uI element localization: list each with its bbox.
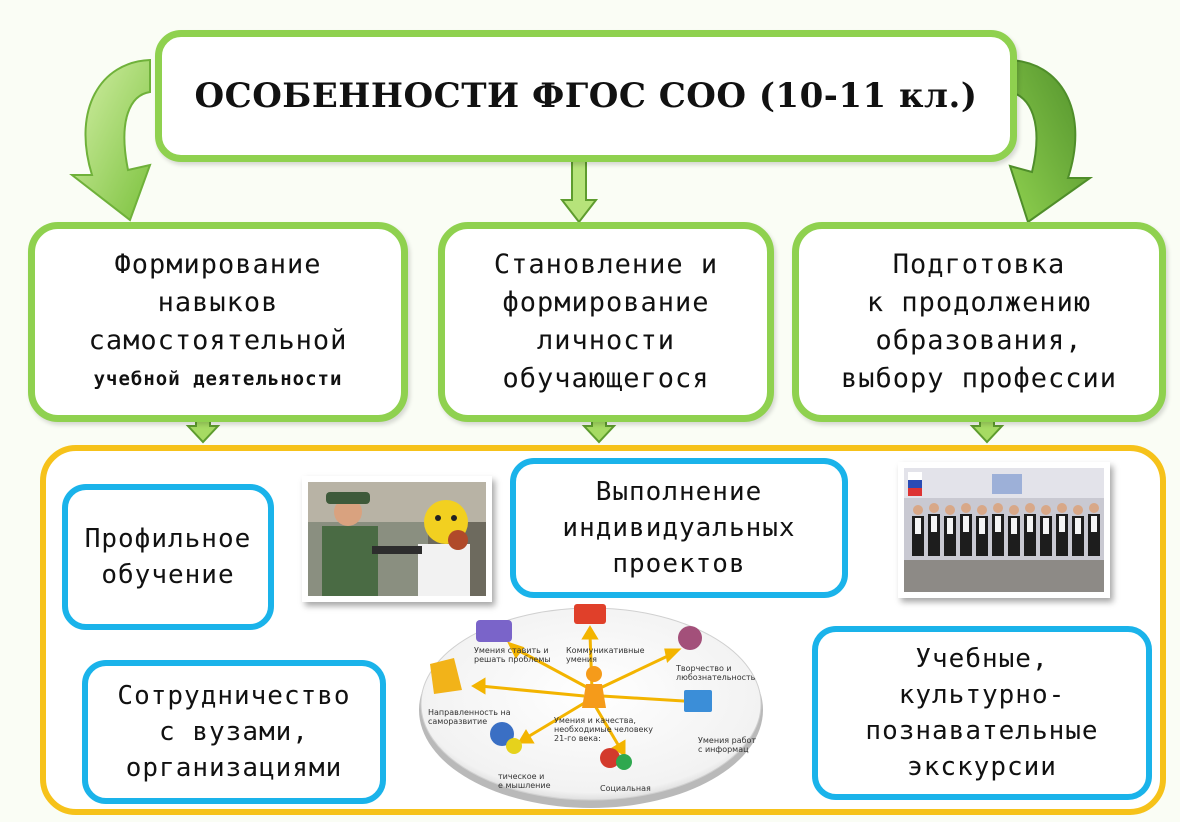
direction-box-2: Становление и формирование личности обуч… — [438, 222, 774, 422]
diagram-title: ОСОБЕННОСТИ ФГОС СОО (10-11 кл.) — [194, 76, 978, 116]
skills-center-line-1: Умения и качества, — [554, 716, 636, 725]
direction-1-line-4: учебной деятельности — [93, 368, 343, 390]
students-group-image — [904, 468, 1104, 592]
direction-box-3: Подготовка к продолжению образования, вы… — [792, 222, 1166, 422]
skill-2-line-2: умения — [566, 655, 597, 664]
direction-3-line-4: выбору профессии — [840, 363, 1118, 394]
direction-2-line-4: обучающегося — [502, 363, 710, 394]
direction-1-line-2: навыков — [157, 287, 279, 318]
direction-1-line-1: Формирование — [114, 249, 322, 280]
activity-1-line-1: Профильное — [84, 524, 252, 554]
photo-officer-event — [302, 476, 492, 602]
skills-center-line-3: 21-го века: — [554, 734, 601, 743]
skill-7-line-1: Социальная — [600, 784, 651, 793]
direction-1-line-3: самостоятельной — [88, 325, 348, 356]
activity-4-line-3: познавательные — [865, 716, 1099, 746]
down-arrow-center-top — [559, 151, 599, 224]
skill-2-line-1: Коммуникативные — [566, 646, 645, 655]
direction-3-line-2: к продолжению — [866, 287, 1092, 318]
skill-label-selfdevelopment: Направленность на саморазвитие — [428, 708, 511, 726]
skill-label-information: Умения работ с информац — [698, 736, 756, 754]
skill-1-line-2: решать проблемы — [474, 655, 551, 664]
direction-box-1: Формирование навыков самостоятельной уче… — [28, 222, 408, 422]
officer-event-image — [308, 482, 486, 596]
photo-students-group — [898, 462, 1110, 598]
activity-4-line-1: Учебные, — [915, 644, 1049, 674]
skill-1-line-1: Умения ставить и — [474, 646, 549, 655]
activity-3-line-1: Сотрудничество — [117, 681, 351, 711]
skill-label-creativity: Творчество и любознательность — [676, 664, 755, 682]
skills-center-line-2: необходимые человеку — [554, 725, 654, 734]
activity-2-line-3: проектов — [612, 549, 746, 579]
direction-3-line-1: Подготовка — [892, 249, 1066, 280]
activity-2-line-2: индивидуальных — [562, 513, 796, 543]
skills-diagram: Умения и качества, необходимые человеку … — [414, 598, 768, 812]
skill-6-line-1: тическое и — [498, 772, 545, 781]
direction-2-line-3: личности — [536, 325, 676, 356]
activity-box-projects: Выполнение индивидуальных проектов — [510, 458, 848, 598]
direction-2-line-1: Становление и — [493, 249, 719, 280]
activity-4-line-4: экскурсии — [907, 752, 1057, 782]
curved-arrow-right — [1008, 58, 1094, 224]
skill-4-line-2: саморазвитие — [428, 717, 488, 726]
activity-4-line-2: культурно- — [898, 680, 1066, 710]
skill-3-line-1: Творчество и — [676, 664, 732, 673]
skills-ellipse — [419, 604, 763, 808]
direction-2-line-2: формирование — [502, 287, 710, 318]
skill-label-thinking: тическое и е мышление — [498, 772, 551, 790]
skill-label-communication: Коммуникативные умения — [566, 646, 645, 664]
skills-center-label: Умения и качества, необходимые человеку … — [554, 716, 653, 743]
activity-box-profile: Профильное обучение — [62, 484, 274, 630]
activity-2-line-1: Выполнение — [595, 477, 763, 507]
activity-box-universities: Сотрудничество с вузами, организациями — [82, 660, 386, 804]
skill-5-line-1: Умения работ — [698, 736, 757, 745]
skill-label-problems: Умения ставить и решать проблемы — [474, 646, 551, 664]
curved-arrow-left — [69, 58, 152, 222]
skill-label-social: Социальная — [600, 784, 651, 793]
activity-3-line-2: с вузами, — [159, 717, 309, 747]
skill-5-line-2: с информац — [698, 745, 749, 754]
title-box: ОСОБЕННОСТИ ФГОС СОО (10-11 кл.) — [155, 30, 1017, 162]
skill-3-line-2: любознательность — [676, 673, 756, 682]
activity-box-excursions: Учебные, культурно- познавательные экску… — [812, 626, 1152, 800]
activity-3-line-3: организациями — [125, 753, 343, 783]
skill-4-line-1: Направленность на — [428, 708, 511, 717]
activity-1-line-2: обучение — [101, 560, 235, 590]
direction-3-line-3: образования, — [875, 325, 1083, 356]
skill-6-line-2: е мышление — [498, 781, 551, 790]
